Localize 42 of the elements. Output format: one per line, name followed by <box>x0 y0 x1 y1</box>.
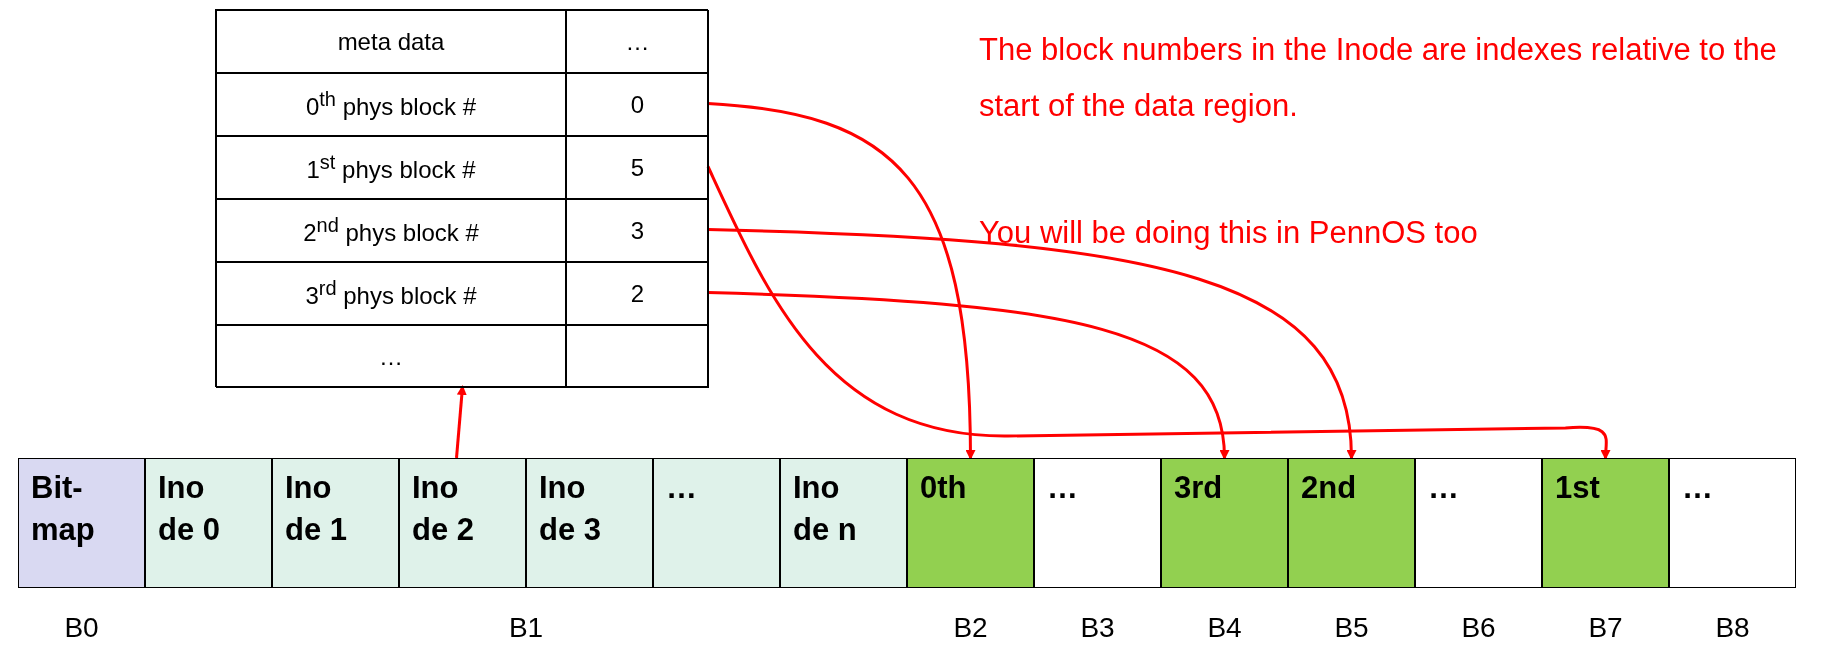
block-label: B0 <box>63 612 100 644</box>
disk-block: Ino de 2 <box>399 458 526 588</box>
table-cell: 0$^{th}$ phys block # <box>216 73 566 136</box>
table-cell: 0 <box>566 73 709 136</box>
disk-block: Bit- map <box>18 458 145 588</box>
note-text: The block numbers in the Inode are indexes relative to the start of the data region. <box>979 31 1778 125</box>
table-cell: 5 <box>566 136 709 199</box>
block-label: B6 <box>1460 612 1497 644</box>
disk-block: Ino de 0 <box>145 458 272 588</box>
disk-block: … <box>1669 458 1796 588</box>
arrow <box>707 291 1229 460</box>
disk-block: … <box>1034 458 1161 588</box>
table-cell: meta data <box>216 10 566 73</box>
table-cell: 1$^{st}$ phys block # <box>216 136 566 199</box>
note-text: You will be doing this in PennOS too <box>979 214 1479 252</box>
table-cell: 3 <box>566 199 709 262</box>
disk-block: Ino de n <box>780 458 907 588</box>
disk-block: 3rd <box>1161 458 1288 588</box>
disk-block: … <box>653 458 780 588</box>
disk-block: 1st <box>1542 458 1669 588</box>
table-cell: 2 <box>566 262 709 325</box>
block-label: B1 <box>507 612 545 644</box>
disk-block: 2nd <box>1288 458 1415 588</box>
disk-block: Ino de 3 <box>526 458 653 588</box>
block-label: B4 <box>1206 612 1243 644</box>
block-label: B8 <box>1714 612 1751 644</box>
disk-block: … <box>1415 458 1542 588</box>
block-label: B5 <box>1333 612 1370 644</box>
table-cell: 2$^{nd}$ phys block # <box>216 199 566 262</box>
block-label: B2 <box>952 612 989 644</box>
arrow <box>707 228 1356 460</box>
disk-block: 0th <box>907 458 1034 588</box>
arrow <box>455 385 467 459</box>
block-label: B7 <box>1587 612 1624 644</box>
arrow <box>707 102 976 460</box>
table-cell: … <box>566 10 709 73</box>
table-cell: 3$^{rd}$ phys block # <box>216 262 566 325</box>
arrow <box>706 165 1611 460</box>
inode-table <box>215 9 708 387</box>
disk-block: Ino de 1 <box>272 458 399 588</box>
table-cell: … <box>216 325 566 388</box>
block-label: B3 <box>1079 612 1116 644</box>
